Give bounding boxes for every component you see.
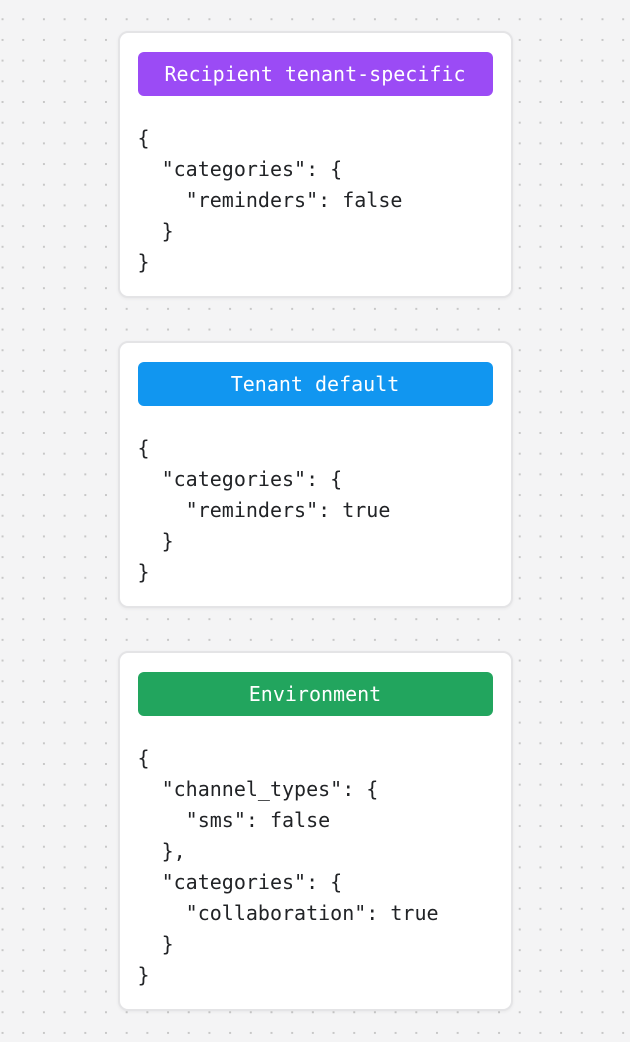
card-recipient-tenant-specific: Recipient tenant-specific { "categories"… [117,31,513,298]
card-tenant-default: Tenant default { "categories": { "remind… [117,341,513,608]
card-environment: Environment { "channel_types": { "sms": … [117,651,513,1011]
code-block-tenant-default: { "categories": { "reminders": true } } [137,436,391,584]
code-block-environment: { "channel_types": { "sms": false }, "ca… [137,746,439,987]
code-block-recipient-tenant-specific: { "categories": { "reminders": false } } [137,126,403,274]
badge-environment: Environment [137,672,493,716]
badge-recipient-tenant-specific: Recipient tenant-specific [137,52,493,96]
badge-tenant-default: Tenant default [137,362,493,406]
